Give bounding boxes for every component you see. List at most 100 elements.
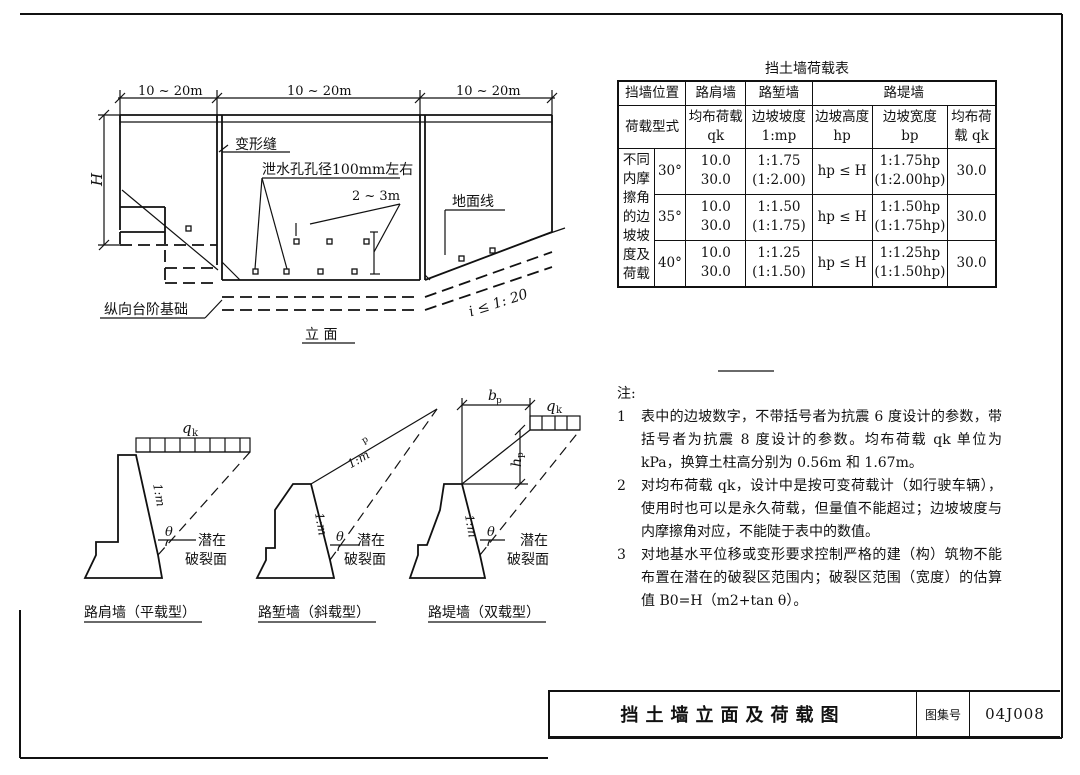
crack-label-1b: 破裂面 (185, 552, 227, 568)
width-cell: 1:1.50hp (1:1.75hp) (871, 193, 949, 241)
note-text: 表中的边坡数字，不带括号者为抗震 6 度设计的参数，带括号者为抗震 8 度设计的… (641, 409, 1002, 471)
height-cell: hp ≤ H (811, 239, 873, 288)
col-cut: 路堑墙 (745, 80, 813, 106)
atlas-code: 04J008 (985, 705, 1045, 723)
crack-label-2b: 破裂面 (344, 552, 386, 568)
w2: (1:1.75hp) (874, 218, 946, 235)
sub-uniform2: 均布荷载 qk (947, 105, 998, 149)
s1: 1:1.25 (757, 245, 801, 262)
footing-label: 纵向台阶基础 (104, 301, 188, 318)
q-load-label-3: q (546, 397, 556, 415)
s1: 1:1.50 (757, 199, 801, 216)
caption-shoulder-wall: 路肩墙（平载型） (84, 605, 196, 621)
row-group: 不同内摩擦角的边坡坡度及荷载 (616, 148, 655, 288)
slope-m1-label-2: 1:m (312, 511, 330, 536)
height-label: H (88, 172, 106, 187)
drain-label: 泄水孔孔径100mm左右 (262, 162, 413, 178)
slope-mp-sub: p (360, 435, 370, 447)
row-type: 荷载型式 (617, 105, 687, 149)
note-number: 3 (617, 547, 626, 563)
sub-slope: 边坡坡度 1:mp (745, 105, 813, 149)
dim-right-label: 10 ~ 20m (456, 84, 521, 99)
slope-m1-label-1: 1:m (150, 482, 168, 507)
col-shoulder: 路肩墙 (685, 80, 747, 106)
title-block: 挡土墙立面及荷载图 图集号 04J008 (548, 690, 1060, 738)
w2: (1:1.50hp) (874, 264, 946, 281)
sub-uniform: 均布荷载 qk (685, 105, 747, 149)
q1: 10.0 (700, 199, 731, 216)
sheet-border (19, 13, 1063, 759)
sub-width: 边坡宽度 bp (871, 105, 949, 149)
slope-cell: 1:1.75 (1:2.00) (745, 148, 813, 195)
q-load-sub-3: k (556, 405, 563, 416)
col-embank: 路堤墙 (811, 80, 997, 106)
section-cut-wall: 1:m p 1:m θ 潜在 破裂面 路堑墙（斜载型） (255, 408, 438, 623)
elevation-title: 立 面 (305, 327, 337, 343)
notes-heading: 注: (617, 386, 636, 402)
slope-cell: 1:1.25 (1:1.50) (745, 239, 813, 288)
dim-left-label: 10 ~ 20m (138, 84, 203, 99)
drawing-title: 挡土墙立面及荷载图 (550, 692, 917, 736)
s2: (1:1.50) (752, 264, 806, 281)
slope-mp-label: 1:m (345, 448, 372, 472)
caption-cut-wall: 路堑墙（斜载型） (258, 605, 370, 621)
crack-label-3b: 破裂面 (507, 552, 549, 568)
q2: 30.0 (700, 264, 731, 281)
elevation-view: 10 ~ 20m 10 ~ 20m 10 ~ 20m H 变形缝 泄水孔孔径10… (88, 84, 566, 344)
q-load-sub-1: k (192, 428, 199, 439)
slope-cell: 1:1.50 (1:1.75) (745, 193, 813, 241)
load-cell: 30.0 (947, 239, 998, 288)
theta-label-3: θ (487, 525, 495, 540)
width-cell: 1:1.25hp (1:1.50hp) (871, 239, 949, 288)
slope-m1-label-3: 1:m (462, 513, 480, 538)
note-text: 对地基水平位移或变形要求控制严格的建（构）筑物不能布置在潜在的破裂区范围内；破裂… (641, 547, 1002, 609)
load-table: 挡墙位置 路肩墙 路堑墙 路堤墙 荷载型式 均布荷载 qk 边坡坡度 1:mp … (616, 80, 998, 288)
load-cell: 30.0 (947, 148, 998, 195)
s2: (1:2.00) (752, 172, 806, 189)
caption-embankment-wall: 路堤墙（双载型） (428, 605, 540, 621)
height-cell: hp ≤ H (811, 193, 873, 241)
s2: (1:1.75) (752, 218, 806, 235)
joint-label: 变形缝 (235, 137, 277, 153)
q1: 10.0 (700, 153, 731, 170)
note-number: 2 (617, 478, 626, 494)
crack-label-3a: 潜在 (520, 533, 548, 549)
section-embankment-wall: b p q k h p 1:m θ 潜在 破裂面 路堤墙（双载型） (408, 388, 581, 623)
theta-label-1: θ (165, 525, 173, 540)
bp-label: b (488, 388, 497, 404)
col-position: 挡墙位置 (617, 80, 687, 106)
table-title: 挡土墙荷载表 (765, 61, 849, 77)
note-item: 3 对地基水平位移或变形要求控制严格的建（构）筑物不能布置在潜在的破裂区范围内；… (617, 544, 1002, 613)
load-cell: 30.0 (947, 193, 998, 241)
slope-label: i ≤ 1: 20 (467, 286, 530, 320)
width-cell: 1:1.75hp (1:2.00hp) (871, 148, 949, 195)
crack-label-1a: 潜在 (198, 533, 226, 549)
w1: 1:1.50hp (879, 199, 941, 216)
atlas-label: 图集号 (917, 692, 970, 736)
ground-label: 地面线 (452, 194, 494, 210)
angle-cell: 40° (653, 239, 687, 288)
note-item: 1 表中的边坡数字，不带括号者为抗震 6 度设计的参数，带括号者为抗震 8 度设… (617, 406, 1002, 475)
spacing-label: 2 ~ 3m (352, 189, 400, 204)
s1: 1:1.75 (757, 153, 801, 170)
note-number: 1 (617, 409, 626, 425)
note-item: 2 对均布荷载 qk，设计中是按可变荷载计（如行驶车辆），使用时也可以是永久荷载… (617, 475, 1002, 544)
w1: 1:1.75hp (879, 153, 941, 170)
angle-cell: 30° (653, 148, 687, 195)
note-text: 对均布荷载 qk，设计中是按可变荷载计（如行驶车辆），使用时也可以是永久荷载，但… (641, 478, 1002, 540)
section-shoulder-wall: q k 1:m θ 潜在 破裂面 路肩墙（平载型） (83, 419, 251, 623)
hp-label: h (509, 458, 525, 467)
q-load-label-1: q (182, 419, 192, 437)
angle-cell: 35° (653, 193, 687, 241)
bp-sub: p (496, 396, 502, 406)
w2: (1:2.00hp) (874, 172, 946, 189)
w1: 1:1.25hp (879, 245, 941, 262)
notes: 注: 1 表中的边坡数字，不带括号者为抗震 6 度设计的参数，带括号者为抗震 8… (617, 383, 1002, 613)
sub-height: 边坡高度 hp (811, 105, 873, 149)
hp-sub: p (516, 452, 526, 458)
crack-label-2a: 潜在 (357, 533, 385, 549)
